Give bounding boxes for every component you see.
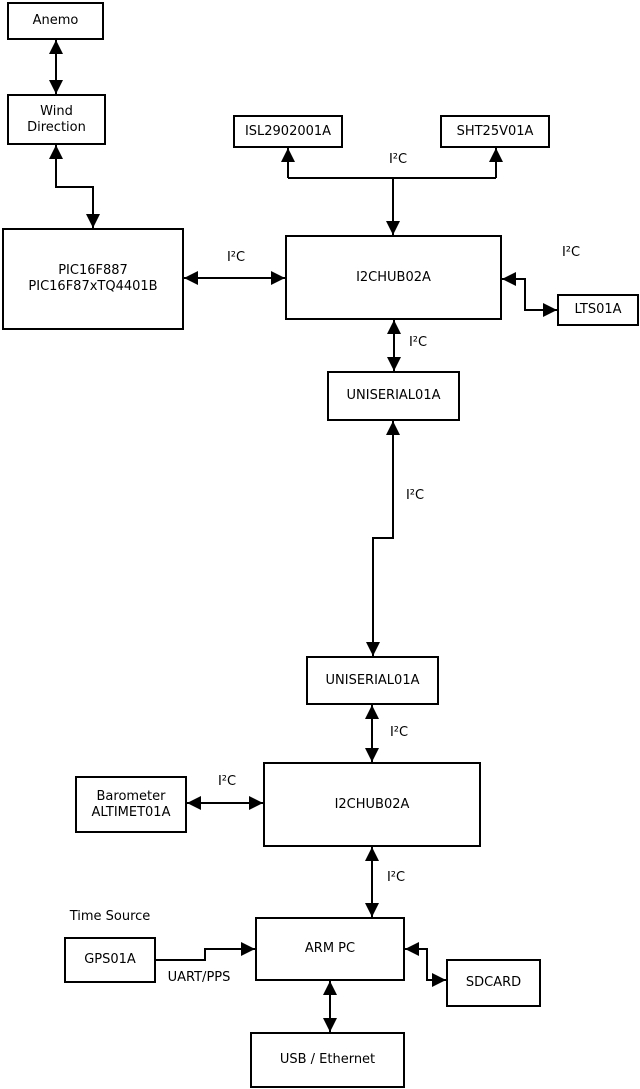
label-i2c-hub2-armpc: I²C <box>386 870 406 885</box>
edge-armpc-sdcard <box>405 942 446 987</box>
node-wind-direction: Wind Direction <box>7 94 106 145</box>
node-barometer-label-line1: Barometer <box>96 788 166 804</box>
node-i2c-hub-1-label: I2CHUB02A <box>356 269 431 285</box>
node-arm-pc-label: ARM PC <box>304 941 356 956</box>
node-gps01a: GPS01A <box>64 937 156 983</box>
label-i2c-uniserial2-hub2: I²C <box>389 725 409 740</box>
node-wind-direction-label-line1: Wind <box>40 103 73 119</box>
node-arm-pc: ARM PC <box>255 917 405 981</box>
label-i2c-sensor-bus: I²C <box>388 152 408 167</box>
label-time-source: Time Source <box>69 909 151 924</box>
label-i2c-barometer: I²C <box>217 774 237 789</box>
edge-wind-direction-pic <box>49 145 100 228</box>
node-wind-direction-label-line2: Direction <box>27 119 86 135</box>
node-usb-ethernet: USB / Ethernet <box>250 1032 405 1088</box>
node-sht25v01a-label: SHT25V01A <box>456 123 534 139</box>
node-barometer: Barometer ALTIMET01A <box>75 776 187 833</box>
node-pic16f887-label-line1: PIC16F887 <box>58 263 128 278</box>
label-i2c-lts: I²C <box>561 245 581 260</box>
label-i2c-uniserial-link: I²C <box>405 488 425 503</box>
node-lts01a-label: LTS01A <box>574 302 622 317</box>
node-barometer-label-line2: ALTIMET01A <box>91 804 171 820</box>
node-isl2902001a-label: ISL2902001A <box>244 123 332 139</box>
edge-i2chub1-lts <box>502 272 557 317</box>
node-pic16f887-label-line2: PIC16F87xTQ4401B <box>28 279 158 294</box>
node-gps01a-label: GPS01A <box>84 952 136 967</box>
node-sdcard-label: SDCARD <box>465 975 522 990</box>
edge-gps-armpc <box>156 942 255 961</box>
node-uniserial-2: UNISERIAL01A <box>306 656 439 705</box>
edge-uniserial1-uniserial2 <box>366 421 400 656</box>
node-pic16f887: PIC16F887 PIC16F87xTQ4401B <box>2 228 184 330</box>
node-usb-ethernet-label: USB / Ethernet <box>279 1052 376 1067</box>
node-uniserial-1: UNISERIAL01A <box>327 371 460 421</box>
node-uniserial-1-label: UNISERIAL01A <box>346 388 441 403</box>
label-uart-pps: UART/PPS <box>167 970 231 985</box>
node-i2c-hub-2-label: I2CHUB02A <box>334 796 410 812</box>
node-sdcard: SDCARD <box>446 959 541 1007</box>
label-i2c-pic-hub1: I²C <box>226 250 246 265</box>
node-lts01a: LTS01A <box>557 294 639 326</box>
node-isl2902001a: ISL2902001A <box>233 115 343 148</box>
node-i2c-hub-1: I2CHUB02A <box>285 235 502 320</box>
node-anemo-label: Anemo <box>32 13 79 28</box>
node-uniserial-2-label: UNISERIAL01A <box>325 672 420 688</box>
label-i2c-hub1-uniserial1: I²C <box>408 335 428 350</box>
node-anemo: Anemo <box>7 2 104 40</box>
node-i2c-hub-2: I2CHUB02A <box>263 762 481 847</box>
node-sht25v01a: SHT25V01A <box>440 115 550 148</box>
